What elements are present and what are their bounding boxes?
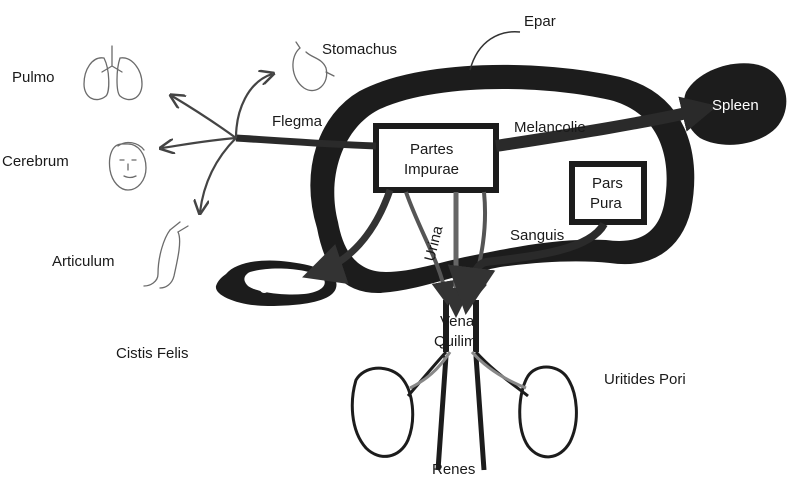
- label-flegma: Flegma: [272, 113, 323, 130]
- label-cerebrum: Cerebrum: [2, 153, 69, 170]
- to-cerebrum-arrow: [162, 138, 236, 148]
- label-pulmo: Pulmo: [12, 69, 55, 86]
- label-renes: Renes: [432, 461, 475, 477]
- label-melancolie: Melancolie: [514, 119, 586, 136]
- label-cistis-felis: Cistis Felis: [116, 345, 189, 362]
- head-icon: [110, 143, 147, 190]
- label-uritides-pori: Uritides Pori: [604, 371, 686, 388]
- label-articulum: Articulum: [52, 253, 115, 270]
- label-pars-pura-1: Pars: [592, 175, 623, 192]
- label-vena-quilim-1: Vena: [440, 313, 475, 330]
- label-stomachus: Stomachus: [322, 41, 397, 58]
- joint-icon: [144, 222, 188, 288]
- to-pulmo-arrow: [172, 96, 236, 138]
- flegma-branch-arrows: [162, 74, 272, 212]
- label-spleen: Spleen: [712, 97, 759, 114]
- pars-pura-box: [572, 164, 644, 222]
- label-vena-quilim-2: Quilim: [434, 333, 477, 350]
- epar-leader-line: [470, 32, 520, 70]
- label-partes-impurae-1: Partes: [410, 141, 453, 158]
- to-articulum-arrow: [200, 138, 236, 212]
- label-sanguis: Sanguis: [510, 227, 564, 244]
- label-epar: Epar: [524, 13, 556, 30]
- to-stomachus-arrow: [236, 74, 272, 138]
- partes-impurae-box: [376, 126, 496, 190]
- label-pars-pura-2: Pura: [590, 195, 622, 212]
- lungs-icon: [84, 46, 142, 100]
- label-partes-impurae-2: Impurae: [404, 161, 459, 178]
